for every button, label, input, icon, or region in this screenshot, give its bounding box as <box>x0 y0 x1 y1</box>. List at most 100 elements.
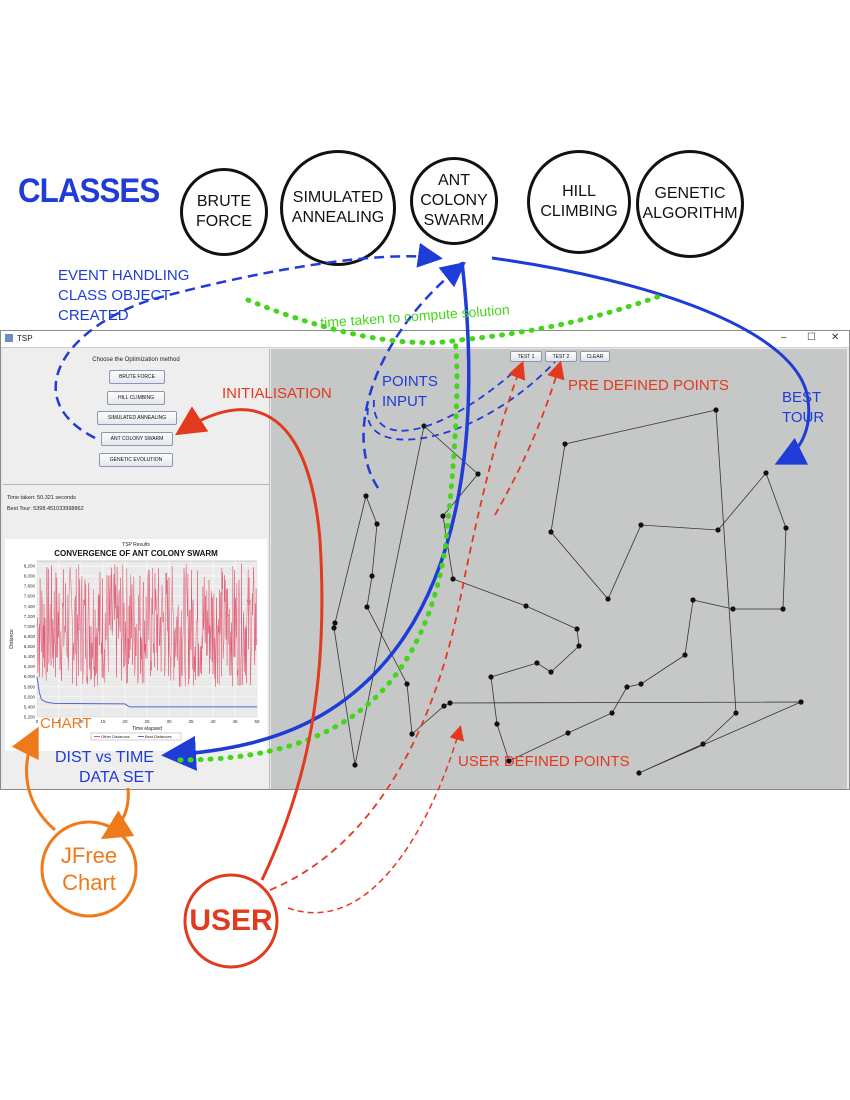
y-tick-label: 6,200 <box>24 664 36 669</box>
y-tick-label: 7,000 <box>24 624 36 629</box>
y-tick-label: 6,600 <box>24 644 36 649</box>
city-point <box>352 762 358 768</box>
panel-divider <box>3 484 269 485</box>
x-tick-label: 30 <box>166 719 172 724</box>
genetic-evolution-button[interactable]: GENETIC EVOLUTION <box>99 453 173 467</box>
y-tick-label: 6,000 <box>24 674 36 679</box>
x-tick-label: 0 <box>36 719 39 724</box>
city-point <box>565 730 571 736</box>
hill-climbing-button[interactable]: HILL CLIMBING <box>107 391 165 405</box>
city-point <box>548 529 554 535</box>
x-tick-label: 50 <box>254 719 260 724</box>
y-tick-label: 5,600 <box>24 694 36 699</box>
dist-time-label: DIST vs TIME DATA SET <box>55 749 154 786</box>
class-hill-climbing: HILL CLIMBING <box>527 150 631 254</box>
series-best-distances <box>36 676 257 708</box>
city-point <box>605 596 611 602</box>
city-point <box>374 521 380 527</box>
app-icon <box>5 334 13 342</box>
city-point <box>441 703 447 709</box>
y-tick-label: 5,400 <box>24 704 36 709</box>
city-point <box>409 731 415 737</box>
city-point <box>636 770 642 776</box>
maximize-button[interactable]: ☐ <box>807 332 816 343</box>
y-tick-label: 6,800 <box>24 634 36 639</box>
class-brute-force: BRUTE FORCE <box>180 168 268 256</box>
title-bar: TSP – ☐ ✕ <box>1 331 849 348</box>
legend-other-label: Other Distances <box>101 734 130 739</box>
chart-title: TSP Results <box>122 542 150 548</box>
simulated-annealing-button[interactable]: SIMULATED ANNEALING <box>97 411 177 425</box>
city-point <box>733 710 739 716</box>
x-tick-label: 15 <box>100 719 106 724</box>
y-tick-label: 7,800 <box>24 584 36 589</box>
y-tick-label: 8,200 <box>24 564 36 569</box>
close-button[interactable]: ✕ <box>831 332 840 343</box>
city-point <box>730 606 736 612</box>
city-point <box>523 603 529 609</box>
best-tour-path <box>333 409 802 774</box>
y-tick-label: 7,400 <box>24 604 36 609</box>
class-simulated-annealing: SIMULATED ANNEALING <box>280 150 396 266</box>
pre-defined-label: PRE DEFINED POINTS <box>568 377 729 394</box>
city-point <box>363 493 369 499</box>
y-tick-label: 7,600 <box>24 594 36 599</box>
city-point <box>331 625 337 631</box>
minimize-button[interactable]: – <box>781 332 787 343</box>
y-axis-label: Distance <box>9 629 15 649</box>
best-tour-text: Best Tour: 5398.451033998862 <box>7 506 84 512</box>
x-tick-label: 25 <box>144 719 150 724</box>
time-taken-text: Time taken: 50.321 seconds <box>7 495 76 501</box>
x-tick-label: 45 <box>232 719 238 724</box>
points-input-label: POINTS INPUT <box>382 373 438 410</box>
city-point <box>404 681 410 687</box>
x-axis-label: Time elapsed <box>132 726 162 732</box>
city-point <box>713 407 719 413</box>
tour-svg <box>331 407 804 776</box>
time-taken-label: time taken to compute solution <box>319 301 511 331</box>
class-ant-colony-swarm: ANT COLONY SWARM <box>410 157 498 245</box>
chart-label: CHART <box>40 715 92 732</box>
y-tick-label: 5,800 <box>24 684 36 689</box>
window-title: TSP <box>17 334 33 343</box>
legend-best-label: Best Distances <box>145 734 172 739</box>
city-point <box>369 573 375 579</box>
city-point <box>440 513 446 519</box>
brute-force-button[interactable]: BRUTE FORCE <box>109 370 165 384</box>
x-tick-label: 40 <box>210 719 216 724</box>
chart-subtitle: CONVERGENCE OF ANT COLONY SWARM <box>54 549 218 558</box>
city-point <box>574 626 580 632</box>
points-canvas[interactable]: TEST 1 TEST 2 CLEAR <box>271 349 847 789</box>
city-point <box>488 674 494 680</box>
x-tick-label: 5 <box>58 719 61 724</box>
city-point <box>494 721 500 727</box>
city-point <box>576 643 582 649</box>
y-tick-label: 6,400 <box>24 654 36 659</box>
class-genetic-algorithm: GENETIC ALGORITHM <box>636 150 744 258</box>
city-point <box>475 471 481 477</box>
x-tick-label: 10 <box>78 719 84 724</box>
city-point <box>562 441 568 447</box>
city-point <box>624 684 630 690</box>
city-point <box>798 699 804 705</box>
ant-colony-swarm-button[interactable]: ANT COLONY SWARM <box>101 432 173 446</box>
city-point <box>780 606 786 612</box>
city-point <box>682 652 688 658</box>
city-point <box>534 660 540 666</box>
city-point <box>715 527 721 533</box>
jfree-chart-label: JFree Chart <box>60 843 118 895</box>
city-point <box>700 741 706 747</box>
city-point <box>609 710 615 716</box>
user-defined-label: USER DEFINED POINTS <box>458 753 630 770</box>
event-handling-label: EVENT HANDLING CLASS OBJECT CREATED <box>58 267 190 324</box>
city-point <box>447 700 453 706</box>
best-tour-label: BEST TOUR <box>782 389 825 426</box>
city-point <box>364 604 370 610</box>
city-point <box>763 470 769 476</box>
method-heading: Choose the Optimization method <box>92 357 180 363</box>
user-label: USER <box>189 904 273 937</box>
x-tick-label: 20 <box>122 719 128 724</box>
y-tick-label: 5,200 <box>24 715 36 720</box>
city-point <box>690 597 696 603</box>
x-tick-label: 35 <box>188 719 194 724</box>
